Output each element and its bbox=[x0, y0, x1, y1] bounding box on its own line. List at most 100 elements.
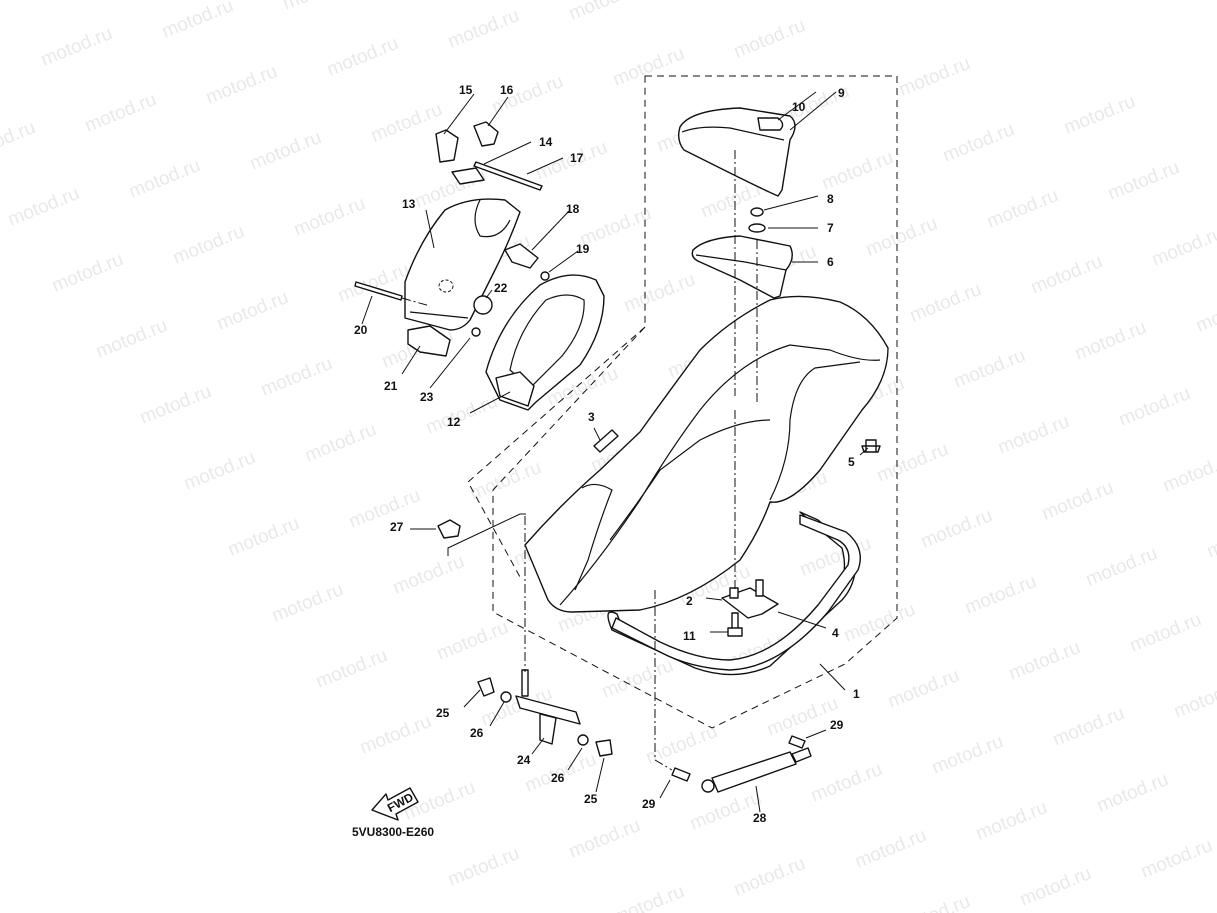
nut-part-23 bbox=[471, 327, 481, 337]
watermark-text: motod.ru bbox=[808, 759, 885, 807]
callout-2: 2 bbox=[686, 594, 693, 608]
watermark-text: motod.ru bbox=[390, 551, 467, 599]
watermark-text: motod.ru bbox=[368, 99, 445, 147]
bracket-part-2 bbox=[721, 579, 779, 619]
watermark-text: motod.ru bbox=[159, 0, 236, 43]
diagram-code: 5VU8300-E260 bbox=[352, 825, 434, 839]
callout-16: 16 bbox=[500, 83, 514, 97]
hinge-bracket-part-24 bbox=[515, 669, 581, 745]
watermark-text: motod.ru bbox=[995, 411, 1072, 459]
watermark-text: motod.ru bbox=[170, 221, 247, 269]
watermark-text: motod.ru bbox=[1171, 675, 1217, 723]
watermark-text: motod.ru bbox=[280, 0, 357, 15]
watermark-text: motod.ru bbox=[0, 117, 38, 165]
washer-part-7 bbox=[748, 223, 766, 233]
watermark-text: motod.ru bbox=[1061, 91, 1138, 139]
watermark-text: motod.ru bbox=[1094, 769, 1171, 817]
callout-1: 1 bbox=[853, 687, 860, 701]
bolt-part-11 bbox=[727, 612, 743, 637]
watermark-text: motod.ru bbox=[885, 665, 962, 713]
washer-part-26b bbox=[577, 734, 589, 746]
callout-labels: 1 2 3 4 5 6 7 8 9 10 11 12 13 14 15 16 1… bbox=[354, 83, 860, 825]
watermark-text: motod.ru bbox=[5, 183, 82, 231]
watermark-text: motod.ru bbox=[907, 279, 984, 327]
watermark-text: motod.ru bbox=[1017, 863, 1094, 911]
seat-base-frame bbox=[611, 514, 861, 671]
watermark-text: motod.ru bbox=[918, 505, 995, 553]
watermark-text: motod.ru bbox=[1160, 449, 1217, 497]
watermark-text: motod.ru bbox=[467, 457, 544, 505]
callout-26b: 26 bbox=[551, 771, 565, 785]
watermark-text: motod.ru bbox=[291, 193, 368, 241]
watermark-text: motod.ru bbox=[863, 213, 940, 261]
watermark-text: motod.ru bbox=[225, 513, 302, 561]
callout-26a: 26 bbox=[470, 726, 484, 740]
callout-11: 11 bbox=[683, 629, 696, 643]
watermark-text: motod.ru bbox=[610, 43, 687, 91]
gas-strut-part-28 bbox=[671, 735, 812, 793]
watermark-text: motod.ru bbox=[841, 599, 918, 647]
bolt-part-25a bbox=[477, 677, 495, 697]
watermark-text: motod.ru bbox=[269, 579, 346, 627]
callout-21: 21 bbox=[384, 379, 398, 393]
callout-17: 17 bbox=[570, 151, 584, 165]
callout-15: 15 bbox=[459, 83, 473, 97]
watermark-text: motod.ru bbox=[984, 185, 1061, 233]
watermark-text: motod.ru bbox=[566, 0, 643, 25]
watermark-text: motod.ru bbox=[203, 61, 280, 109]
watermark-text: motod.ru bbox=[434, 617, 511, 665]
backrest-pad-part-9 bbox=[677, 107, 796, 197]
watermark-text: motod.ru bbox=[0, 0, 71, 5]
callout-13: 13 bbox=[402, 197, 416, 211]
watermark-text: motod.ru bbox=[1039, 477, 1116, 525]
latch-parts-14-17 bbox=[435, 121, 543, 191]
nut-part-19 bbox=[540, 271, 550, 281]
grommet-part-5 bbox=[861, 439, 881, 453]
watermark-text: motod.ru bbox=[137, 381, 214, 429]
callout-22: 22 bbox=[494, 281, 508, 295]
watermark-text: motod.ru bbox=[929, 731, 1006, 779]
callout-4: 4 bbox=[832, 626, 839, 640]
callout-18: 18 bbox=[566, 202, 580, 216]
callout-8: 8 bbox=[827, 192, 834, 206]
watermark-text: motod.ru bbox=[302, 419, 379, 467]
lid-part-13 bbox=[404, 198, 521, 331]
callout-19: 19 bbox=[576, 242, 590, 256]
callout-29b: 29 bbox=[830, 718, 844, 732]
watermark-text: motod.ru bbox=[896, 891, 973, 913]
watermark-text: motod.ru bbox=[962, 571, 1039, 619]
nut-part-8 bbox=[750, 207, 764, 217]
assembly-outline-dashed-inner bbox=[467, 326, 646, 578]
centerline-rod bbox=[401, 297, 431, 307]
watermark-text: motod.ru bbox=[126, 155, 203, 203]
backrest-base-part-6 bbox=[691, 235, 793, 299]
callout-24: 24 bbox=[517, 753, 531, 767]
watermark-text: motod.ru bbox=[940, 119, 1017, 167]
callout-29a: 29 bbox=[642, 797, 656, 811]
watermark-text: motod.ru bbox=[621, 269, 698, 317]
watermark-text: motod.ru bbox=[896, 53, 973, 101]
callout-27: 27 bbox=[390, 520, 404, 534]
watermark-text: motod.ru bbox=[1050, 703, 1127, 751]
watermark-text: motod.ru bbox=[764, 693, 841, 741]
callout-28: 28 bbox=[753, 811, 767, 825]
bolt-part-25b bbox=[595, 739, 613, 757]
rod-part-20 bbox=[354, 281, 403, 301]
watermark-text: motod.ru bbox=[357, 711, 434, 759]
watermark-text: motod.ru bbox=[973, 797, 1050, 845]
watermark-text: motod.ru bbox=[445, 5, 522, 53]
washer-part-26a bbox=[500, 691, 512, 703]
callout-6: 6 bbox=[827, 255, 834, 269]
watermark-text: motod.ru bbox=[1138, 835, 1215, 883]
watermark-text: motod.ru bbox=[599, 655, 676, 703]
watermark-text: motod.ru bbox=[82, 89, 159, 137]
callout-5: 5 bbox=[848, 455, 855, 469]
watermark-text: motod.ru bbox=[1127, 609, 1204, 657]
centerline-strut bbox=[654, 590, 673, 771]
watermark-text: motod.ru bbox=[1006, 637, 1083, 685]
callout-10: 10 bbox=[792, 100, 806, 114]
watermark-text: motod.ru bbox=[1072, 317, 1149, 365]
callout-14: 14 bbox=[539, 135, 553, 149]
watermark-text: motod.ru bbox=[731, 15, 808, 63]
